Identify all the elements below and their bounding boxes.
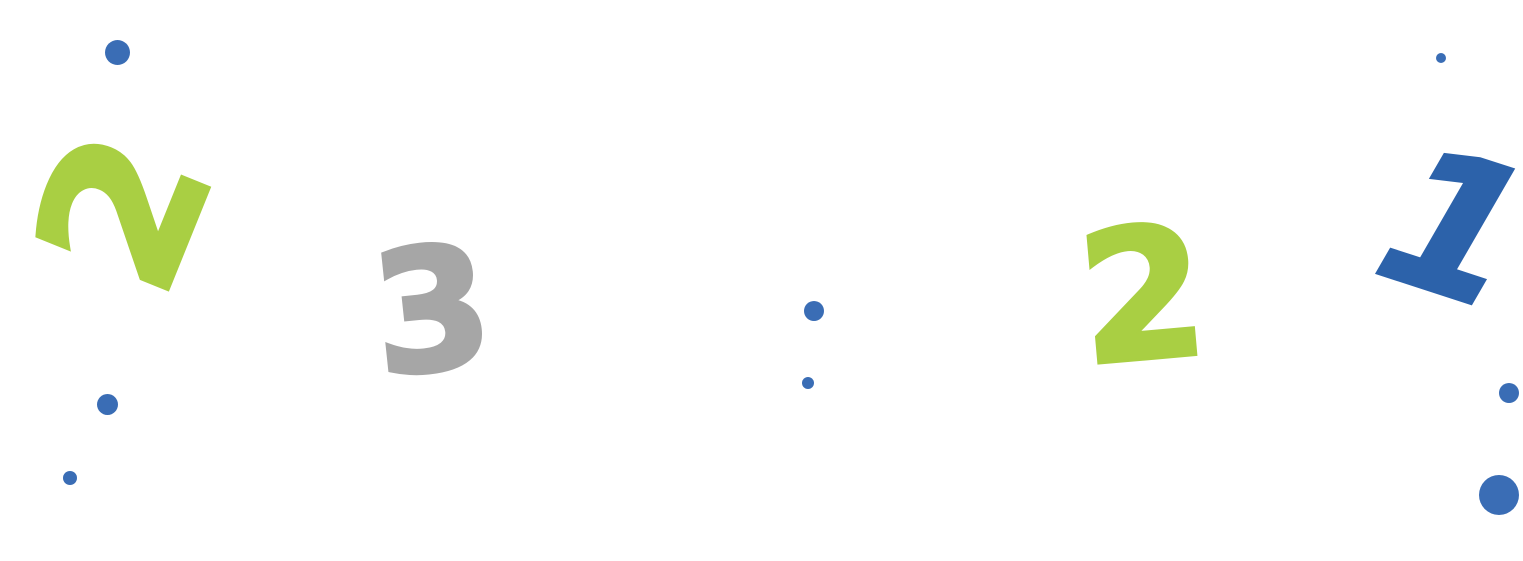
digit-one-blue: 1 — [1332, 107, 1523, 349]
decor-dot — [97, 394, 118, 415]
decor-dot — [63, 471, 77, 485]
decor-dot — [105, 40, 130, 65]
decor-dot — [1436, 53, 1446, 63]
decor-dot — [804, 301, 824, 321]
digit-two-green-left: 2 — [0, 100, 262, 324]
decor-dot — [802, 377, 814, 389]
digit-three-gray: 3 — [361, 205, 503, 417]
digit-two-green-right: 2 — [1069, 184, 1217, 408]
decor-dot — [1499, 383, 1519, 403]
decor-dot — [1479, 475, 1519, 515]
